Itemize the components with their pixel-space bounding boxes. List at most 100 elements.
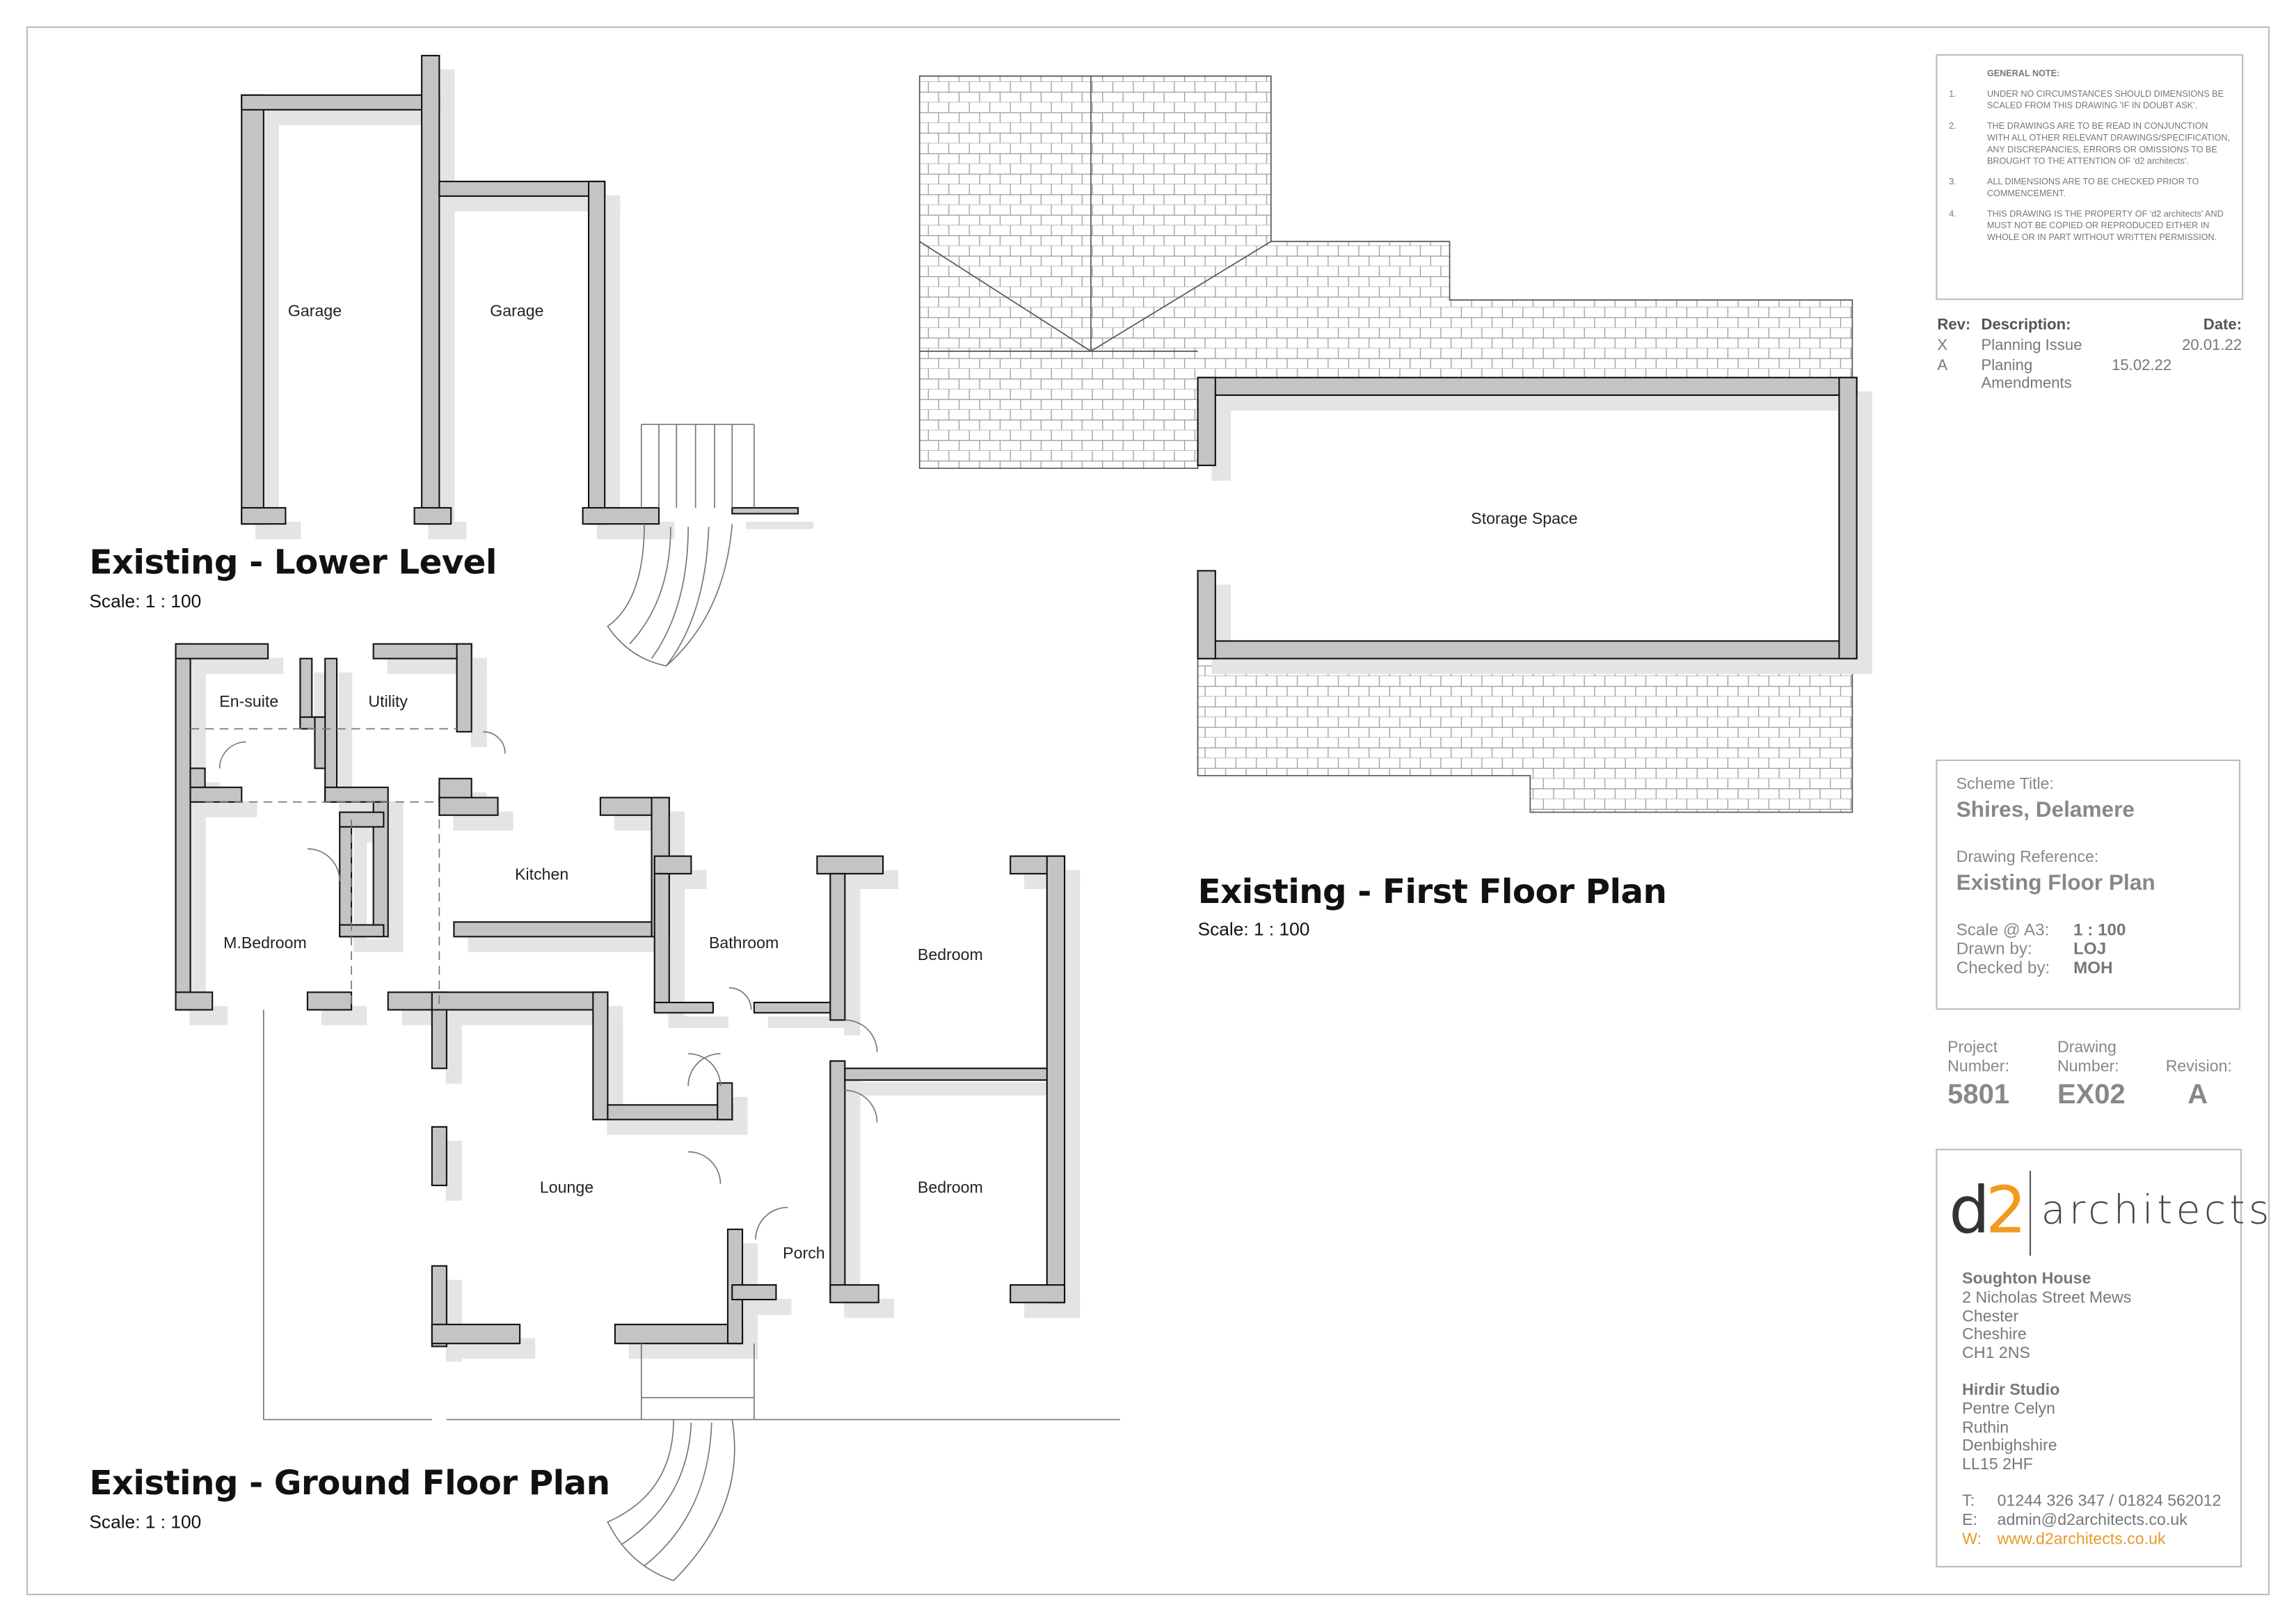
logo-wordmark: architects [2041,1188,2273,1234]
revision-table: Rev: Description: Date: X Planning Issue… [1937,316,2242,392]
email-row: E:admin@d2architects.co.uk [1962,1512,2221,1530]
email-link[interactable]: admin@d2architects.co.uk [1997,1511,2187,1529]
wall-segment [1197,570,1216,659]
note-text: UNDER NO CIRCUMSTANCES SHOULD DIMENSIONS… [1986,90,2224,111]
drawn-row: Drawn by: LOJ [1956,941,2220,959]
scale-label: Scale @ A3: [1956,922,2050,940]
tel-label: T: [1962,1492,1975,1510]
telephone-row: T: 01244 326 347 / 01824 562012 [1962,1493,2221,1512]
wall-segment [175,643,269,659]
scheme-box: Scheme Title: Shires, Delamere Drawing R… [1936,759,2241,1010]
wall-segment [816,855,884,874]
note-item: 4. THIS DRAWING IS THE PROPERTY OF 'd2 ar… [1949,209,2230,244]
scheme-title: Shires, Delamere [1956,797,2135,823]
wall-segment [844,1067,1051,1081]
note-text: THE DRAWINGS ARE TO BE READ IN CONJUNCTI… [1986,122,2231,167]
rev-date: 20.01.22 [2182,336,2242,355]
wall-segment [438,180,606,197]
general-notes-box: GENERAL NOTE: 1. UNDER NO CIRCUMSTANCES S… [1936,54,2244,301]
wall-segment [1010,1284,1066,1304]
stairs-and-terrace [190,424,1121,1581]
wall-segment [614,1323,744,1345]
note-text: THIS DRAWING IS THE PROPERTY OF 'd2 arch… [1986,210,2224,243]
drawing-reference: Existing Floor Plan [1956,870,2155,896]
drawing-reference-label: Drawing Reference: [1956,849,2099,867]
revision-header: Rev: Description: Date: [1937,316,2242,333]
project-number-label: Project Number: [1947,1039,2009,1076]
note-item: 3.ALL DIMENSIONS ARE TO BE CHECKED PRIOR… [1949,177,2230,201]
note-item: 1. UNDER NO CIRCUMSTANCES SHOULD DIMENSIO… [1949,89,2230,113]
note-number: 2. [1949,122,1956,132]
plan-scale-first-floor: Scale: 1 : 100 [1197,919,1310,940]
address-line: Denbighshire [1962,1437,2057,1455]
room-label-kitchen: Kitchen [515,866,569,884]
drawing-number-value: EX02 [2057,1080,2126,1111]
wall-segment [717,1082,733,1121]
company-logo: d 2 architects [1949,1168,2270,1256]
room-label-bathroom: Bathroom [708,935,779,953]
wall-segment [582,506,660,525]
website-link[interactable]: www.d2architects.co.uk [1997,1530,2166,1548]
walls [175,54,1858,1348]
room-label-m-bedroom: M.Bedroom [223,935,307,953]
address-line: Cheshire [1962,1326,2027,1345]
wall-segment [592,991,609,1121]
wall-segment [189,786,243,803]
wall-segment [653,855,692,874]
address-line: Chester [1962,1307,2019,1326]
scale-row: Scale @ A3: 1 : 100 [1956,922,2220,939]
wall-segment [438,797,499,816]
rev-code: X [1937,336,1948,355]
sheet-border [26,26,2270,1596]
room-label-garage-1: Garage [287,303,342,321]
room-label-garage-2: Garage [490,303,544,321]
room-label-en-suite: En-suite [219,694,279,712]
wall-segment [306,991,353,1011]
note-text: ALL DIMENSIONS ARE TO BE CHECKED PRIOR T… [1986,178,2199,200]
tel-value: 01244 326 347 / 01824 562012 [1997,1492,2222,1510]
web-label: W: [1962,1530,1982,1548]
wall-segment [413,506,452,525]
drawn-value: LOJ [2073,941,2107,959]
drawn-label: Drawn by: [1956,941,2032,959]
drawing-number-label: Drawing Number: [2057,1039,2119,1076]
checked-label: Checked by: [1956,960,2050,978]
logo-2: 2 [1985,1174,2027,1249]
checked-row: Checked by:MOH [1956,960,2220,977]
address-line: Ruthin [1962,1418,2009,1437]
note-item: 2. THE DRAWINGS ARE TO BE READ IN CONJUNC… [1949,122,2230,168]
wall-segment [431,1009,447,1069]
wall-segment [456,643,472,733]
wall-segment [324,786,389,803]
address-line: CH1 2NS [1962,1345,2030,1363]
plan-scale-ground-floor: Scale: 1 : 100 [89,1512,202,1533]
wall-segment [241,506,287,525]
logo-divider [2029,1170,2032,1256]
note-number: 1. [1949,90,1956,100]
wall-segment [607,1104,733,1121]
wall-segment [1197,376,1216,467]
wall-segment [339,826,353,938]
rev-description: Planing Amendments [1981,357,2072,392]
note-number: 4. [1949,210,1956,220]
address-line: 2 Nicholas Street Mews [1962,1288,2132,1307]
project-number: Project Number:5801 [1947,1039,2028,1110]
wall-segment [431,1126,447,1187]
drawing-number: Drawing Number: EX02 [2057,1039,2138,1111]
wall-segment [753,1001,836,1014]
revision-row: A Planing Amendments 15.02.22 [1937,357,2242,392]
room-label-bedroom-2: Bedroom [917,1179,983,1197]
wall-segment [299,657,313,726]
wall-segment [421,54,440,525]
wall-segment [431,991,609,1011]
scheme-title-label: Scheme Title: [1956,775,2054,794]
rev-code: A [1937,357,1948,375]
header-rev: Rev: [1937,316,1971,334]
scale-value: 1 : 100 [2073,922,2126,940]
address-line: LL15 2HF [1962,1456,2033,1474]
plan-title-first-floor: Existing - First Floor Plan [1197,873,1667,912]
wall-segment [653,872,670,1011]
notes-heading: GENERAL NOTE: [1986,70,2060,79]
